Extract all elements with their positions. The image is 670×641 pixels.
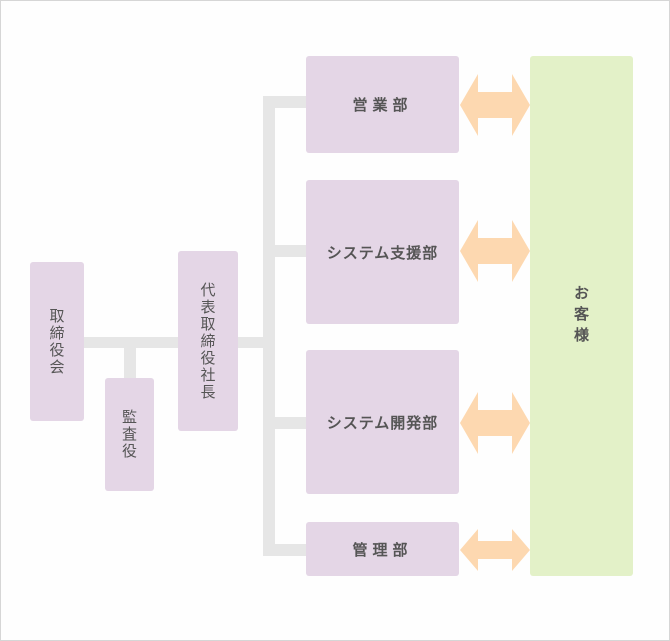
connector-trunk-vertical [263,96,275,556]
connector-auditor-drop [124,347,136,379]
connector-branch-sales [263,96,306,108]
connector-board-president [84,337,178,348]
board-box: 取締役会 [30,262,84,421]
double-arrow-development [460,392,530,454]
auditor-box: 監査役 [105,378,154,491]
president-label: 代表取締役社長 [198,281,217,401]
customer-box: お客様 [530,56,633,576]
dept-development-box: システム開発部 [306,350,459,494]
connector-branch-development [263,417,306,429]
double-arrow-admin [460,529,530,571]
connector-branch-admin [263,544,306,556]
double-arrow-sales [460,74,530,136]
auditor-label: 監査役 [120,409,138,460]
dept-support-box: システム支援部 [306,180,459,324]
connector-president-trunk [238,337,264,348]
dept-development-label: システム開発部 [326,413,439,432]
dept-sales-label: 営業部 [352,96,413,114]
president-box: 代表取締役社長 [178,251,238,431]
dept-admin-box: 管理部 [306,522,459,576]
dept-admin-label: 管理部 [352,540,413,559]
customer-label: お客様 [572,284,590,348]
connector-branch-support [263,245,306,257]
board-label: 取締役会 [47,307,66,376]
dept-sales-box: 営業部 [306,56,459,153]
double-arrow-support [460,220,530,282]
dept-support-label: システム支援部 [326,243,439,262]
